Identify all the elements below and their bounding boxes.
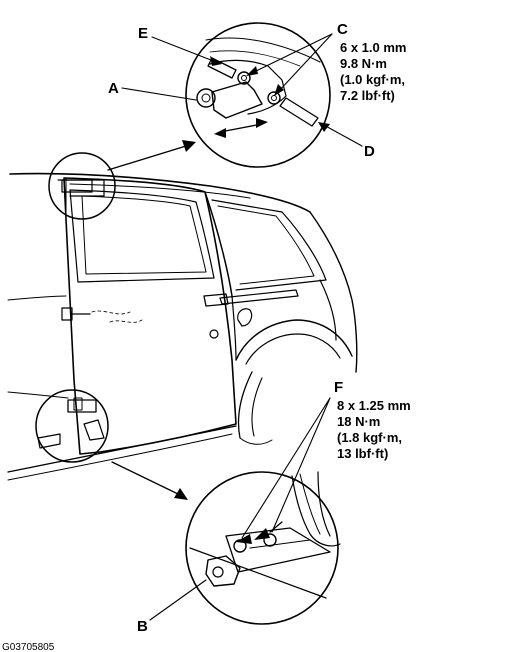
label-b: B — [137, 618, 148, 635]
figure-code: G03705805 — [2, 642, 55, 652]
upper-spec-line-2: 9.8 N·m — [340, 56, 387, 71]
upper-detail-callout — [48, 22, 331, 220]
sliding-door — [61, 177, 237, 455]
lower-spec-line-1: 8 x 1.25 mm — [337, 398, 411, 413]
upper-spec-line-1: 6 x 1.0 mm — [340, 40, 407, 55]
label-c: C — [337, 21, 348, 38]
label-a: A — [108, 80, 119, 97]
leader-lines — [121, 33, 363, 621]
label-d: D — [364, 143, 375, 160]
upper-spec-line-3: (1.0 kgf·m, — [340, 72, 405, 87]
upper-torque-spec: 6 x 1.0 mm 9.8 N·m (1.0 kgf·m, 7.2 lbf·f… — [340, 40, 407, 103]
lower-spec-line-4: 13 lbf·ft) — [337, 446, 388, 461]
lower-spec-line-3: (1.8 kgf·m, — [337, 430, 402, 445]
label-e: E — [138, 25, 148, 42]
lower-spec-line-2: 18 N·m — [337, 414, 380, 429]
label-f: F — [334, 379, 343, 396]
upper-spec-line-4: 7.2 lbf·ft) — [340, 88, 395, 103]
lower-detail-callout — [35, 389, 341, 625]
lower-torque-spec: 8 x 1.25 mm 18 N·m (1.8 kgf·m, 13 lbf·ft… — [337, 398, 411, 461]
